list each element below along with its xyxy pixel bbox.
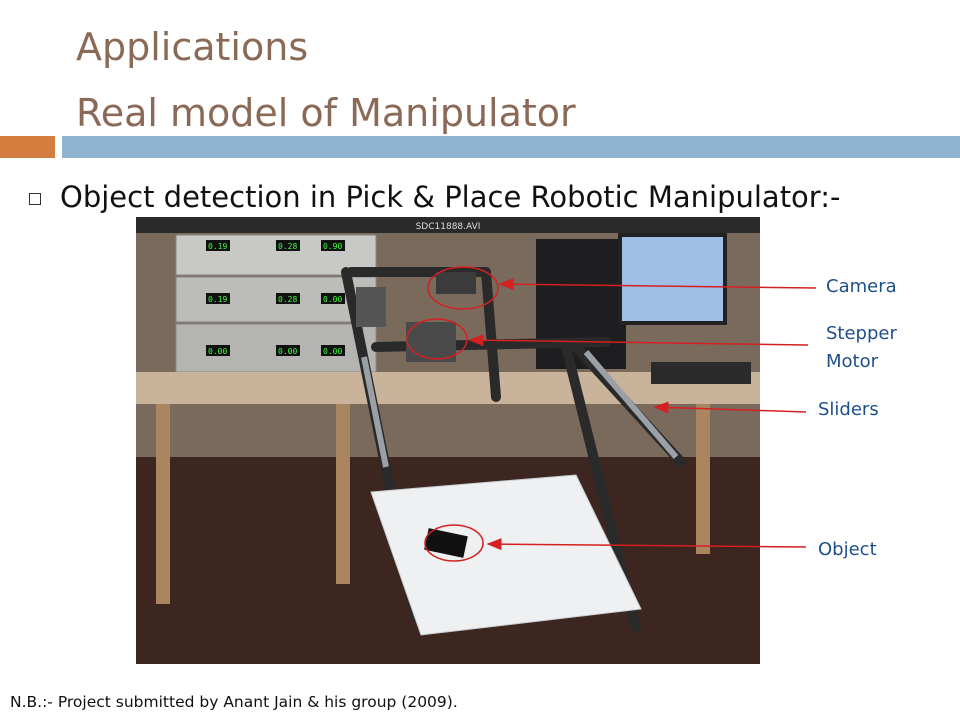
stepper-label-line-1: Stepper	[826, 323, 897, 344]
meter-9: 0.00	[323, 347, 342, 356]
bullet-text: Object detection in Pick & Place Robotic…	[60, 180, 841, 214]
black-object	[424, 528, 468, 558]
manipulator-photo: SDC11888.AVI 0.19 0.28 0.90 0.19 0.28 0.…	[136, 217, 760, 664]
video-window-title: SDC11888.AVI	[416, 222, 481, 232]
bench-leg-left	[156, 404, 170, 604]
stepper-motor-body	[406, 322, 456, 362]
stepper-label-line-2: Motor	[826, 351, 879, 372]
object-highlight-circle	[424, 524, 484, 562]
meter-4: 0.19	[208, 295, 227, 304]
square-bullet-icon	[29, 193, 41, 205]
white-platform	[370, 474, 642, 636]
camera-label: Camera	[826, 276, 897, 297]
computer-monitor	[618, 233, 727, 325]
bench-leg-mid	[336, 404, 350, 584]
motor-highlight-circle	[406, 318, 468, 360]
slider-rails	[361, 350, 679, 468]
sliders-label: Sliders	[818, 399, 879, 420]
accent-bar-orange	[0, 136, 55, 158]
meter-6: 0.00	[323, 295, 342, 304]
footnote: N.B.:- Project submitted by Anant Jain &…	[10, 693, 458, 711]
camera-body	[436, 272, 476, 294]
meter-5: 0.28	[278, 295, 297, 304]
slide-title-line-2: Real model of Manipulator	[76, 91, 576, 135]
camera-mount	[356, 287, 386, 327]
keyboard	[651, 362, 751, 384]
meter-3: 0.90	[323, 242, 342, 251]
meter-2: 0.28	[278, 242, 297, 251]
meter-8: 0.00	[278, 347, 297, 356]
bench-leg-right	[696, 404, 710, 554]
meter-1: 0.19	[208, 242, 227, 251]
object-label: Object	[818, 539, 877, 560]
camera-highlight-circle	[427, 266, 499, 310]
video-title-bar	[136, 217, 760, 233]
slide-title-line-1: Applications	[76, 25, 309, 69]
meter-7: 0.00	[208, 347, 227, 356]
accent-bar-blue	[62, 136, 960, 158]
